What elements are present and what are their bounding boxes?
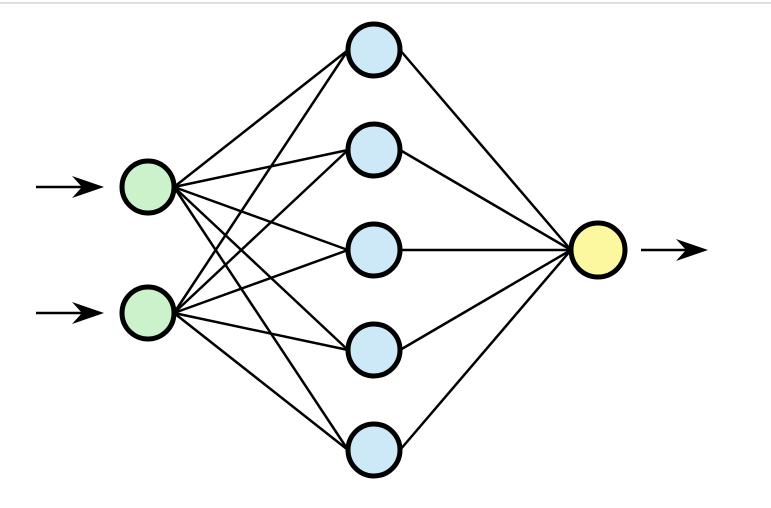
input-arrow-1-icon: [36, 176, 104, 198]
edge-h4-o1: [399, 248, 572, 352]
edge-i2-h4: [173, 311, 349, 352]
edge-i1-h5: [172, 186, 350, 451]
input-node-i1: [119, 158, 177, 216]
input-node-i2: [119, 284, 177, 342]
edge-i2-h1: [172, 49, 350, 314]
output-node-o1: [568, 220, 628, 280]
edge-h5-o1: [399, 249, 572, 451]
edge-i2-h5: [173, 312, 349, 451]
edge-h2-o1: [399, 148, 572, 252]
hidden-node-h5: [345, 421, 403, 479]
edge-i1-h3: [173, 185, 349, 252]
output-arrow-icon: [641, 239, 708, 261]
hidden-node-h4: [345, 321, 403, 379]
hidden-node-h3: [345, 221, 403, 279]
top-divider: [0, 2, 771, 4]
edge-i2-h3: [173, 248, 349, 315]
edge-i1-h2: [173, 148, 349, 189]
hidden-node-h2: [345, 121, 403, 179]
edge-i2-h2: [173, 149, 349, 314]
hidden-node-h1: [345, 21, 403, 79]
edge-i1-h4: [173, 186, 349, 351]
edge-h1-o1: [399, 49, 572, 251]
edge-i1-h1: [173, 49, 349, 188]
input-arrow-2-icon: [36, 302, 104, 324]
